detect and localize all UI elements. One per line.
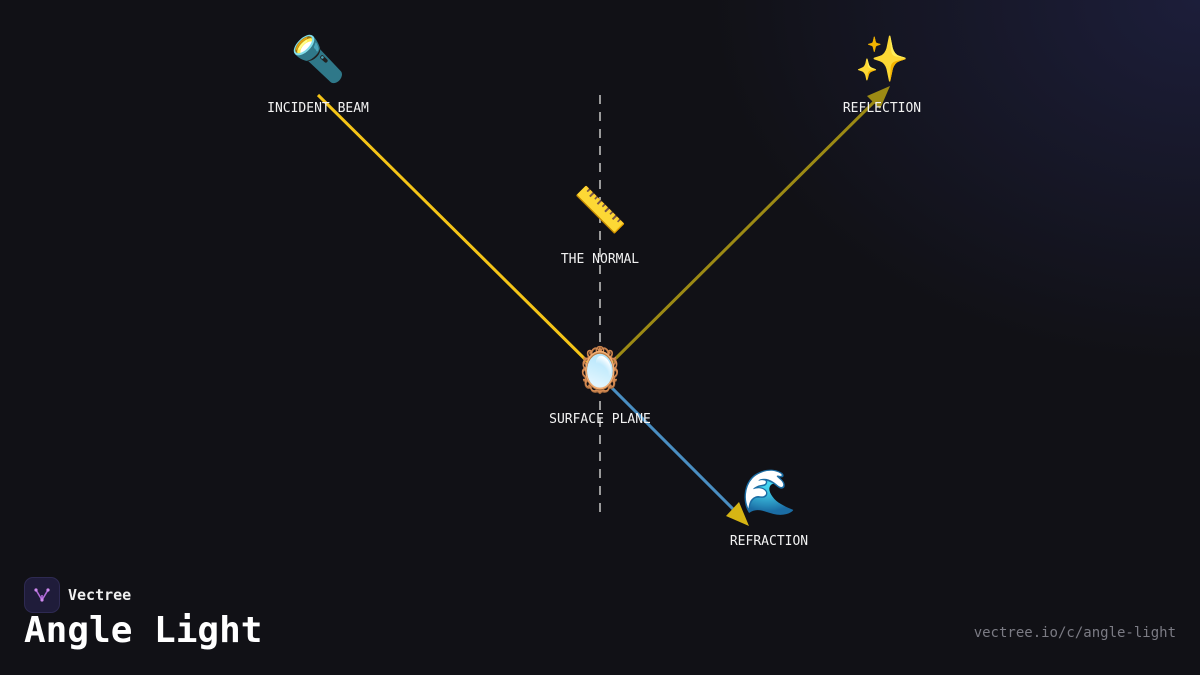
incident-beam-line bbox=[316, 93, 600, 374]
mirror-icon: 🪞 bbox=[572, 345, 628, 396]
reflection-label: REFLECTION bbox=[842, 101, 922, 116]
refraction-arrowhead bbox=[726, 502, 749, 526]
surface-plane-label: SURFACE PLANE bbox=[549, 412, 651, 427]
refraction-label: REFRACTION bbox=[729, 534, 809, 549]
source-url: vectree.io/c/angle-light bbox=[973, 625, 1176, 641]
wave-icon: 🌊 bbox=[741, 467, 797, 518]
incident-beam-label: INCIDENT BEAM bbox=[267, 101, 369, 116]
ruler-icon: 📏 bbox=[572, 185, 628, 236]
reflection-beam-line bbox=[600, 96, 880, 374]
brand-name: Vectree bbox=[68, 586, 132, 604]
refraction-beam-line bbox=[600, 376, 740, 516]
flashlight-icon: 🔦 bbox=[290, 34, 346, 85]
the-normal-label: THE NORMAL bbox=[560, 252, 640, 267]
brand: Vectree bbox=[24, 577, 131, 613]
vectree-logo-icon bbox=[24, 577, 60, 613]
sparkles-icon: ✨ bbox=[854, 34, 910, 85]
reflection-arrowhead bbox=[867, 86, 890, 109]
page-title: Angle Light bbox=[24, 610, 263, 651]
